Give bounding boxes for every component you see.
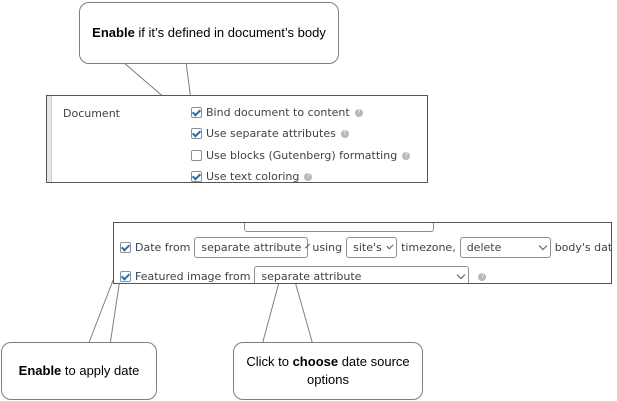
option-separate-attributes[interactable]: Use separate attributes ? [191, 127, 349, 140]
featured-image-prefix: Featured image from [135, 270, 251, 283]
chevron-down-icon [386, 242, 394, 250]
chevron-down-icon [305, 243, 311, 249]
callout-top-bold: Enable [92, 25, 135, 40]
action-value: delete [466, 241, 502, 254]
timezone-select[interactable]: site's [346, 237, 398, 258]
document-label: Document [63, 107, 120, 120]
checkbox-separate-attributes[interactable] [191, 128, 202, 139]
checkbox-bind-document[interactable] [191, 107, 202, 118]
callout-right-text: date source options [307, 354, 410, 387]
chevron-down-icon [457, 270, 466, 280]
help-icon[interactable]: ? [340, 129, 349, 138]
date-row: Date from separate attribute using site'… [120, 237, 612, 258]
date-source-select[interactable]: separate attribute [194, 237, 311, 258]
date-prefix: Date from [135, 241, 191, 254]
option-label: Use blocks (Gutenberg) formatting [206, 149, 398, 162]
body-data-text: body's data [554, 241, 612, 254]
timezone-text: timezone, [401, 241, 456, 254]
option-label: Use separate attributes [206, 127, 336, 140]
timezone-value: site's [353, 241, 382, 254]
using-text: using [312, 241, 343, 254]
enable-callout-top: Enable if it’s defined in document’s bod… [79, 2, 339, 64]
callout-right-bold: choose [292, 354, 339, 369]
callout-left-bold: Enable [18, 363, 62, 378]
action-select[interactable]: delete [459, 237, 551, 258]
date-settings-panel: Date from separate attribute using site'… [113, 222, 612, 284]
option-text-coloring[interactable]: Use text coloring ? [191, 170, 313, 183]
featured-image-row: Featured image from separate attribute ? [120, 266, 487, 283]
featured-image-checkbox[interactable] [120, 271, 131, 282]
checkbox-text-coloring[interactable] [191, 171, 202, 182]
featured-image-source-value: separate attribute [261, 270, 362, 283]
input-stub [244, 223, 434, 232]
callout-left-text: to apply date [61, 363, 140, 378]
enable-date-callout: Enable to apply date [1, 342, 157, 400]
option-bind-document[interactable]: Bind document to content ? [191, 106, 363, 119]
help-icon[interactable]: ? [304, 172, 313, 181]
date-source-value: separate attribute [201, 241, 302, 254]
option-label: Bind document to content [206, 106, 350, 119]
panel-edge [47, 96, 52, 182]
document-settings-panel: Document Bind document to content ? Use … [46, 95, 428, 183]
callout-right-pre: Click to [246, 354, 293, 369]
choose-source-callout: Click to choose date source options [233, 342, 423, 400]
checkbox-gutenberg-blocks[interactable] [191, 150, 202, 161]
help-icon[interactable]: ? [354, 108, 363, 117]
option-gutenberg-blocks[interactable]: Use blocks (Gutenberg) formatting ? [191, 149, 411, 162]
featured-image-source-select[interactable]: separate attribute [254, 266, 470, 283]
date-checkbox[interactable] [120, 242, 131, 253]
help-icon[interactable]: ? [402, 151, 411, 160]
callout-top-text: if it’s defined in document’s body [134, 25, 326, 40]
chevron-down-icon [538, 241, 547, 251]
option-label: Use text coloring [206, 170, 300, 183]
help-icon[interactable]: ? [478, 272, 487, 281]
